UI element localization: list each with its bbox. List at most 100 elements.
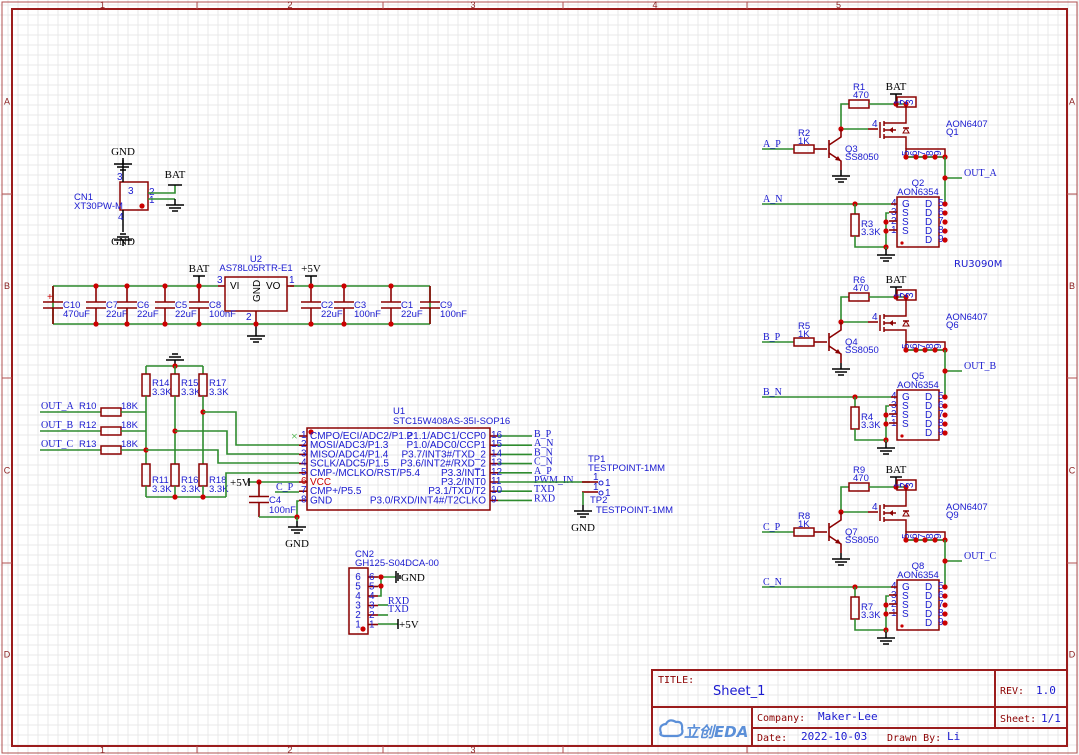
nmos-pin-name: D xyxy=(925,582,932,593)
nmos-pin-name: S xyxy=(902,600,909,611)
junction-dot xyxy=(253,321,259,327)
nmos-pin-name: D xyxy=(925,419,932,430)
drawn-by-label: Drawn By: xyxy=(887,733,941,744)
pin-name: P3.2/INT0 xyxy=(441,477,486,488)
nmos-pin-name: D xyxy=(925,600,932,611)
nmos-ref: Q2 xyxy=(912,178,925,189)
nmos-pin-name: S xyxy=(902,208,909,219)
cap-ref: C9 xyxy=(440,300,452,311)
reg-vi-label: VI xyxy=(230,281,239,292)
resistor-value: 3.3K xyxy=(861,227,881,238)
pmos-arrow xyxy=(889,127,893,133)
pin-number: 6 xyxy=(938,400,944,411)
junction-dot xyxy=(883,412,889,418)
junction-dot xyxy=(852,394,858,400)
junction-dot xyxy=(942,228,948,234)
nmos-body xyxy=(896,579,940,631)
gnd-symbol xyxy=(247,330,265,343)
junction-dot xyxy=(124,321,130,327)
net-label: A_P xyxy=(534,466,552,477)
net-label: RXD xyxy=(534,493,555,504)
net-label: C_P xyxy=(763,522,781,533)
cn1-bat-wire xyxy=(148,185,176,194)
pin-number: 5 xyxy=(938,198,944,209)
resistor-ref: R1 xyxy=(853,82,865,93)
adc-wire xyxy=(203,411,299,446)
cap-value: 22uF xyxy=(137,309,159,320)
pmos-ref: Q1 xyxy=(946,127,959,138)
nmos-pin-name: D xyxy=(925,226,932,237)
nmos-body xyxy=(896,196,940,248)
junction-dot xyxy=(942,201,948,207)
junction-dot xyxy=(903,484,909,490)
pin-number: 3 xyxy=(355,601,361,612)
resistor-ref: R3 xyxy=(861,219,873,230)
net-label: OUT_C xyxy=(41,439,74,450)
junction-dot xyxy=(942,620,948,626)
pin-number: 5 xyxy=(369,582,375,593)
pin-number: 8 xyxy=(925,150,936,156)
junction-dot xyxy=(922,154,928,160)
pin-number: 3 xyxy=(217,275,223,286)
junction-dot xyxy=(883,602,889,608)
nmos-pin-name: D xyxy=(925,618,932,629)
resistor-value: 3.3K xyxy=(181,484,201,495)
junction-dot xyxy=(378,583,384,589)
pin-number: 9 xyxy=(938,617,944,628)
pin-name: CMPO/ECI/ADC2/P1.2 xyxy=(310,431,413,442)
pmos-drain xyxy=(884,107,907,124)
net-label: TXD xyxy=(388,604,409,615)
nmos-value: AON6354 xyxy=(897,570,939,581)
pin-number: 1 xyxy=(893,292,904,298)
net-label: OUT_B xyxy=(41,420,74,431)
net-label: C_P xyxy=(276,482,294,493)
cap-ref: C1 xyxy=(401,300,413,311)
net-label: A_N xyxy=(534,438,553,449)
gnd-symbol xyxy=(832,553,850,566)
net-label: C_N xyxy=(763,577,782,588)
sheet-value: 1/1 xyxy=(1041,712,1061,725)
resistor-value: 18K xyxy=(121,439,139,450)
pin-number: 8 xyxy=(301,494,307,505)
junction-dot xyxy=(308,283,314,289)
capacitor-c2 xyxy=(301,286,321,324)
pin-number: 9 xyxy=(933,533,944,539)
junction-dot xyxy=(388,321,394,327)
resistor-value: 1K xyxy=(798,329,810,340)
tp-ref: TP2 xyxy=(590,495,607,506)
nmos-pin-name: G xyxy=(902,199,910,210)
junction-dot xyxy=(883,228,889,234)
pin-number: 1 xyxy=(301,430,307,441)
bjt-emitter xyxy=(828,152,842,170)
gnd-symbol xyxy=(877,442,895,455)
resistor-ref: R12 xyxy=(79,420,96,431)
pin-number: 2 xyxy=(899,99,910,105)
nmos-pin-name: D xyxy=(925,410,932,421)
resistor-r9 xyxy=(848,482,870,492)
junction-dot xyxy=(139,203,145,209)
pin-number: 4 xyxy=(355,591,361,602)
bjt-arrow xyxy=(835,156,841,161)
capacitor-c5 xyxy=(155,286,175,324)
pin-number: 1 xyxy=(605,478,611,489)
adc-wire xyxy=(175,430,299,455)
capacitor-c9 xyxy=(420,286,440,324)
pin-name: P3.0/RXD/INT4#/T2CLKO xyxy=(370,495,486,506)
bjt-collector xyxy=(828,322,842,339)
pin-number: 7 xyxy=(938,216,944,227)
pin-number: 2 xyxy=(369,610,375,621)
net-label: A_N xyxy=(763,194,782,205)
nmos-pin-name: G xyxy=(902,582,910,593)
cn1-value: XT30PW-M xyxy=(74,201,123,212)
pin-number: 1 xyxy=(593,482,599,493)
pin-number: 4 xyxy=(872,119,878,130)
pin-number: 5 xyxy=(938,391,944,402)
resistor-ref: R17 xyxy=(209,378,226,389)
no-connect-mark: × xyxy=(291,429,298,443)
pin-number: 15 xyxy=(491,439,503,450)
pin-number: 13 xyxy=(491,458,503,469)
net-label: C_N xyxy=(534,457,553,468)
junction-dot xyxy=(162,283,168,289)
